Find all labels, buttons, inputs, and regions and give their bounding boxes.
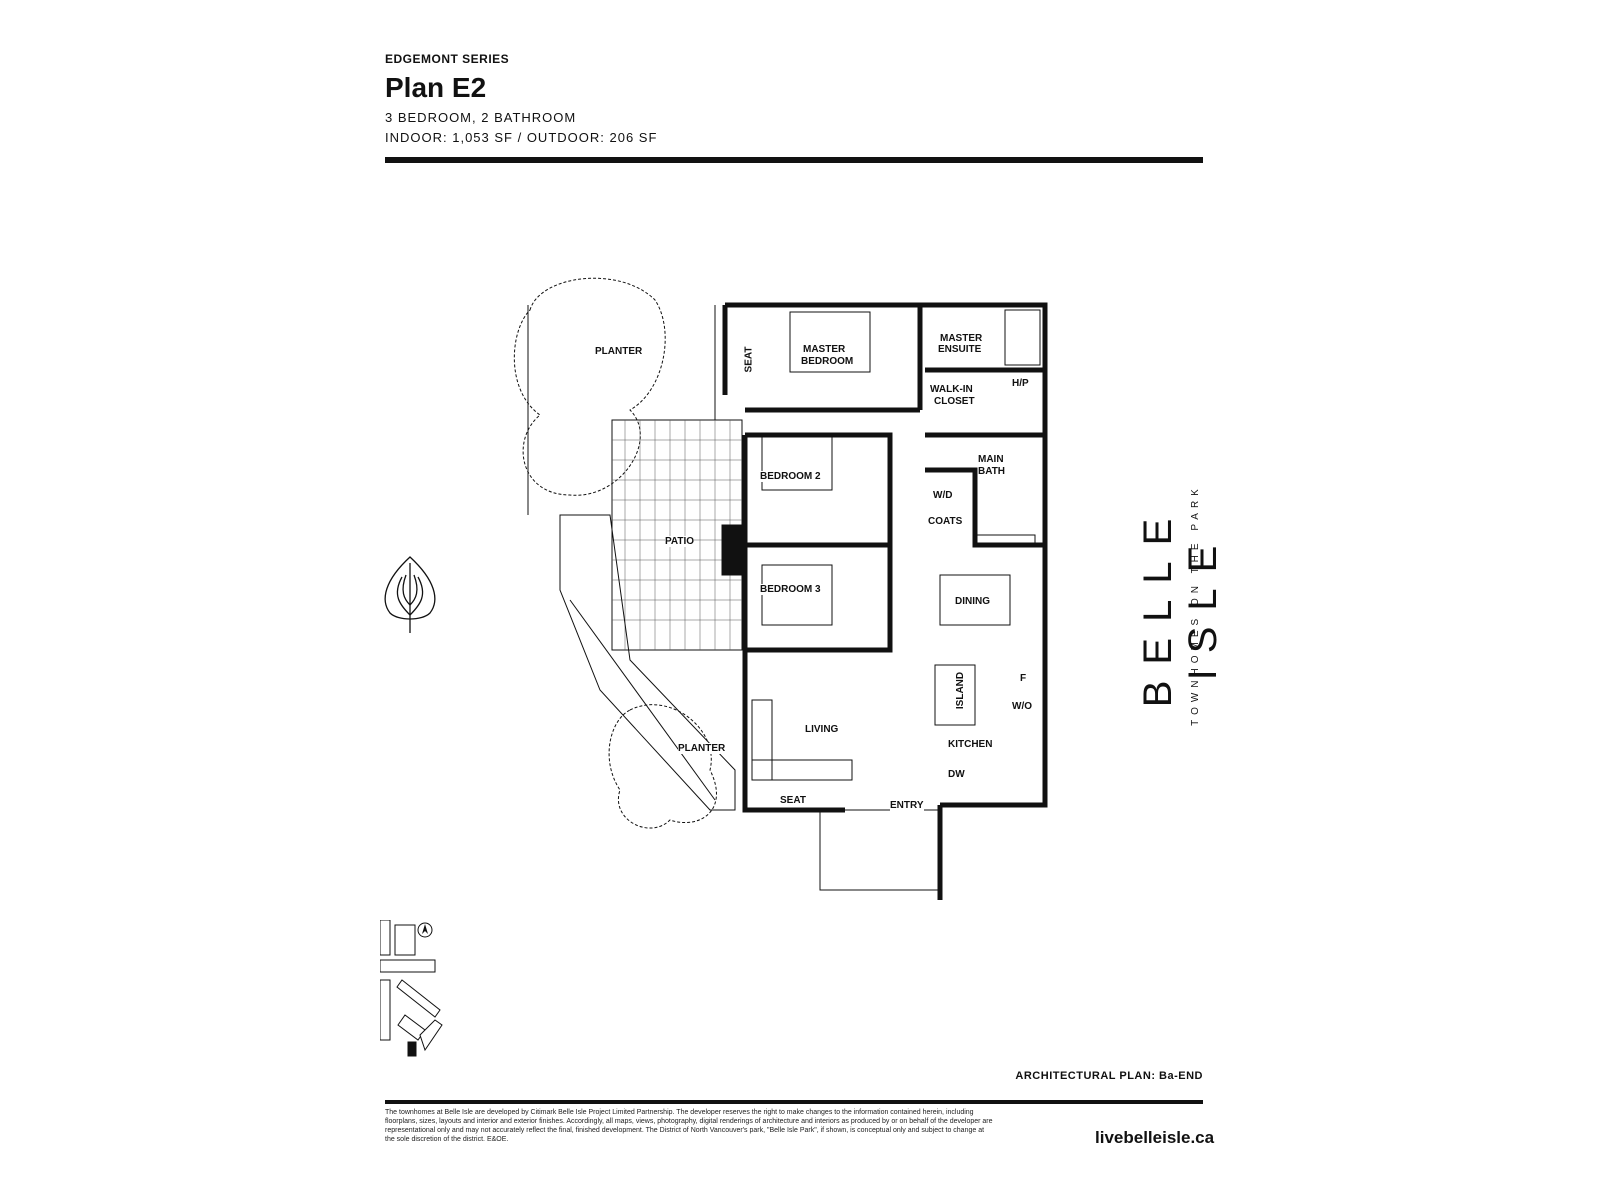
north-arrow-icon [417, 922, 433, 938]
room-label-coats: COATS [928, 516, 963, 527]
site-key-plan [380, 920, 443, 1057]
brand-name: BELLE ISLE [1136, 502, 1225, 708]
room-label-seat-bottom: SEAT [780, 795, 806, 806]
website-link[interactable]: livebelleisle.ca [1095, 1128, 1215, 1147]
room-label-kitchen: KITCHEN [948, 739, 993, 750]
square-footage: INDOOR: 1,053 SF / OUTDOOR: 206 SF [385, 130, 658, 145]
room-label-walk-in-2: CLOSET [934, 396, 975, 407]
room-label-master-bedroom-2: BEDROOM [801, 356, 854, 367]
series-label: EDGEMONT SERIES [385, 52, 510, 66]
room-label-seat-top: SEAT [743, 346, 755, 373]
footer-divider [385, 1100, 1203, 1104]
legal-disclaimer: The townhomes at Belle Isle are develope… [385, 1109, 993, 1143]
room-label-patio: PATIO [665, 536, 695, 547]
brand-tagline: TOWNHOMES ON THE PARK [1190, 484, 1201, 726]
architectural-plan-label: ARCHITECTURAL PLAN: Ba-END [1015, 1070, 1203, 1082]
brand-block: BELLE ISLE TOWNHOMES ON THE PARK [1136, 440, 1225, 770]
room-label-bedroom-3: BEDROOM 3 [760, 584, 821, 595]
room-label-living: LIVING [805, 724, 839, 735]
room-label-planter-bottom: PLANTER [678, 743, 726, 754]
room-label-main-bath-1: MAIN [978, 454, 1004, 465]
header-divider [385, 157, 1203, 163]
leaf-logo-icon [384, 556, 436, 633]
room-label-master-bedroom-1: MASTER [803, 344, 846, 355]
room-label-walk-in-1: WALK-IN [930, 384, 973, 395]
room-label-hp: H/P [1012, 378, 1029, 389]
bed-bath-count: 3 BEDROOM, 2 BATHROOM [385, 110, 577, 125]
room-label-bedroom-2: BEDROOM 2 [760, 471, 821, 482]
room-label-master-ensuite-1: MASTER [940, 333, 983, 344]
room-label-planter-top: PLANTER [595, 346, 643, 357]
floor-plan: PLANTER SEAT MASTER BEDROOM MASTER ENSUI… [513, 277, 1048, 900]
room-label-fridge: F [1020, 673, 1027, 684]
plan-title: Plan E2 [385, 72, 487, 103]
room-label-main-bath-2: BATH [978, 466, 1006, 477]
room-label-wd: W/D [933, 490, 953, 501]
room-label-master-ensuite-2: ENSUITE [938, 344, 982, 355]
room-label-dw: DW [948, 769, 965, 780]
room-label-island: ISLAND [955, 671, 967, 710]
room-label-wall-oven: W/O [1012, 701, 1032, 712]
room-label-entry: ENTRY [890, 800, 924, 811]
room-label-dining: DINING [955, 596, 990, 607]
